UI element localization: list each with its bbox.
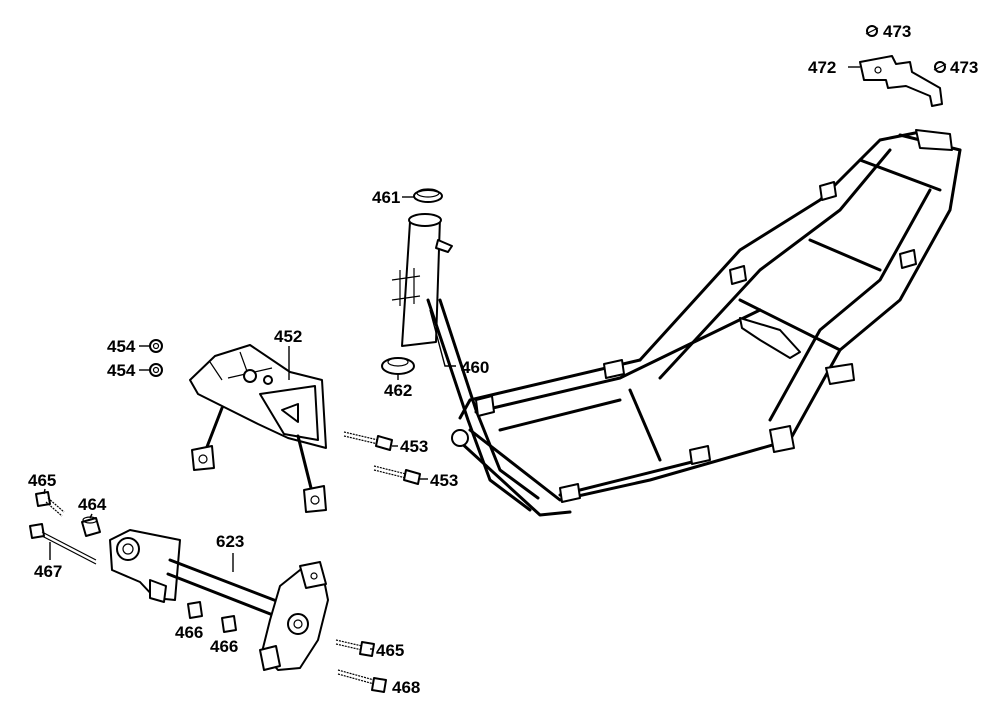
part-453-bolt-bottom — [373, 465, 421, 485]
leader-lines — [43, 66, 860, 650]
part-452-bracket — [189, 344, 327, 513]
label-454-bottom: 454 — [107, 361, 136, 380]
label-466-right: 466 — [210, 637, 238, 656]
label-472: 472 — [808, 58, 836, 77]
label-452: 452 — [274, 327, 302, 346]
part-466-nut-left — [187, 601, 203, 619]
part-454-nut-top — [149, 339, 163, 353]
part-623-engine-hanger — [109, 529, 329, 671]
part-461-ring — [413, 188, 443, 203]
label-466-left: 466 — [175, 623, 203, 642]
label-453-top: 453 — [400, 437, 428, 456]
label-467: 467 — [34, 562, 62, 581]
part-453-bolt-top — [343, 431, 393, 451]
label-454-top: 454 — [107, 337, 136, 356]
label-468: 468 — [392, 678, 420, 697]
label-465-top: 465 — [28, 471, 56, 490]
part-473-screw-right — [933, 61, 947, 73]
part-467-long-bolt — [29, 523, 97, 565]
label-473-top: 473 — [883, 22, 911, 41]
part-labels: 473 472 473 461 452 454 454 460 462 453 … — [28, 22, 978, 697]
label-461: 461 — [372, 188, 400, 207]
label-465-bottom: 465 — [376, 641, 404, 660]
part-462-bearing — [381, 357, 415, 375]
part-468-bolt — [337, 669, 387, 693]
part-466-nut-right — [221, 615, 237, 633]
part-454-nut-bottom — [149, 363, 163, 377]
label-460: 460 — [461, 358, 489, 377]
label-453-bottom: 453 — [430, 471, 458, 490]
part-465-bolt-bottom — [335, 639, 375, 657]
label-464: 464 — [78, 495, 107, 514]
label-623: 623 — [216, 532, 244, 551]
label-473-right: 473 — [950, 58, 978, 77]
part-473-screw-top — [865, 25, 879, 37]
scooter-frame — [391, 129, 962, 517]
label-462: 462 — [384, 381, 412, 400]
part-464-bushing — [81, 516, 101, 537]
part-465-bolt-top — [35, 491, 65, 517]
part-472-plate — [859, 55, 943, 107]
